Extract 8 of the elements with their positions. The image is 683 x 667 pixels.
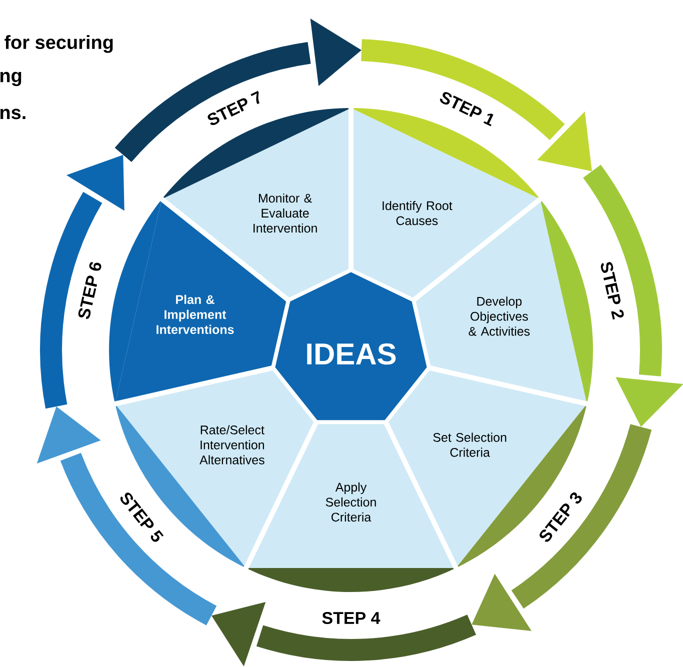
title-fragment: ns. xyxy=(0,108,26,120)
step-label: STEP 2 xyxy=(600,262,624,320)
step-label: STEP 4 xyxy=(322,612,380,624)
title-fragment: ng xyxy=(0,72,22,86)
node-label: Develop Objectives & Activities xyxy=(468,296,530,336)
node-label: Identify Root Causes xyxy=(382,200,452,226)
step-label: STEP 6 xyxy=(78,262,102,320)
title-fragment: for securing xyxy=(4,35,113,53)
